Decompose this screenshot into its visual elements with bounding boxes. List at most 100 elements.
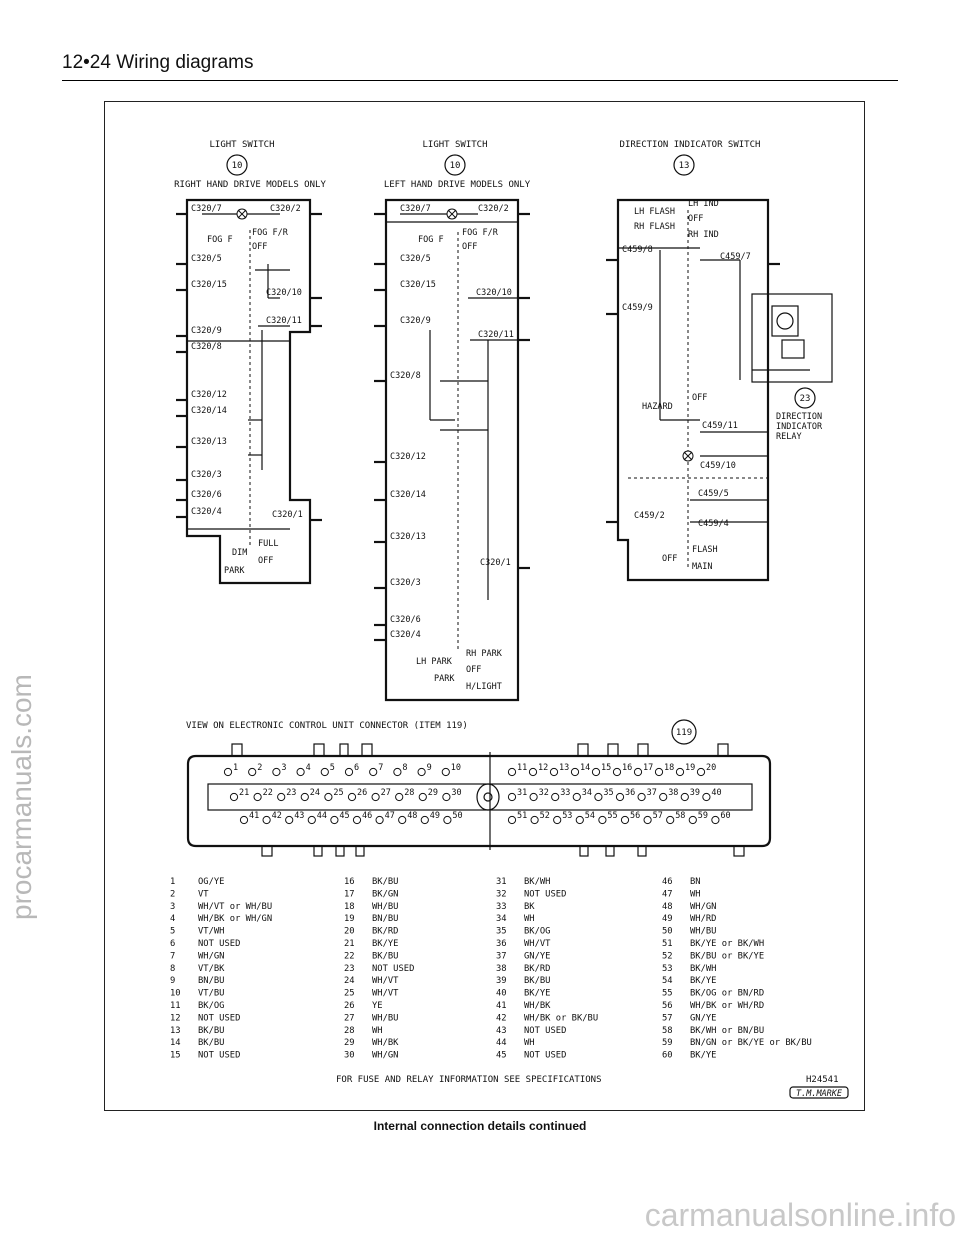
connector-pin [344,767,354,777]
rhd-label-park: PARK [224,566,245,576]
rhd-label-c320-11: C320/11 [266,316,302,326]
pin-table-number: 7 [170,951,175,961]
lhd-label-off-2: OFF [466,665,481,675]
rhd-item-number: 10 [232,161,243,171]
dis-title: DIRECTION INDICATOR SWITCH [620,140,761,150]
connector-pin [594,792,603,802]
connector-pin-number: 54 [585,811,595,821]
connector-pin-number: 47 [385,811,395,821]
connector-pin-number: 35 [603,788,613,798]
connector-pin-number: 6 [354,763,359,773]
pin-table-number: 36 [496,939,507,949]
pin-table-colour: OG/YE [198,877,224,887]
lhd-label-h-light: H/LIGHT [466,682,502,692]
pin-table-number: 39 [496,976,507,986]
connector-pin [262,815,271,825]
connector-pin-number: 37 [647,788,657,798]
connector-pin [591,767,601,777]
rhd-label-c320-12: C320/12 [191,390,227,400]
connector-pin [307,815,316,825]
connector-item-badge [671,719,697,745]
pin-table-number: 22 [344,951,355,961]
pin-table-colour: WH [524,914,535,924]
pin-table-number: 42 [496,1013,507,1023]
pin-table-colour: BK [524,902,535,912]
pin-table-number: 11 [170,1001,181,1011]
relay-item-badge [794,387,816,409]
connector-pin [441,767,450,777]
pin-table-number: 4 [170,914,175,924]
pin-table-colour: NOT USED [198,939,240,949]
dis-label-c459-10: C459/10 [700,461,736,471]
dis-internal-wiring [618,247,768,523]
pin-table-number: 30 [344,1051,355,1061]
connector-pin [654,767,664,777]
connector-pin-number: 31 [517,788,527,798]
pin-table-number: 46 [662,877,673,887]
connector-pin-number: 41 [249,811,259,821]
connector-pin [615,792,625,802]
rhd-internal-wiring [187,213,290,530]
connector-pin [369,767,378,777]
pin-table-colour: WH/BU [372,902,398,912]
lhd-item-number: 10 [450,161,461,171]
connector-pin [612,767,622,777]
connector-pin [229,792,239,802]
lhd-label-c320-2: C320/2 [478,204,509,214]
connector-pin-number: 17 [643,763,653,773]
pin-table-number: 12 [170,1013,181,1023]
pin-table-number: 47 [662,889,673,899]
page-ref: 12•24 [62,52,111,73]
rhd-subtitle: RIGHT HAND DRIVE MODELS ONLY [174,180,326,190]
dis-label-c459-4: C459/4 [698,519,729,529]
pin-table-colour: BN/GN or BK/YE or BK/BU [690,1038,812,1048]
connector-pin-number: 7 [378,763,383,773]
connector-pin [223,767,233,777]
connector-pin [675,767,685,777]
rhd-label-c320-9: C320/9 [191,326,222,336]
pin-table-number: 15 [170,1051,181,1061]
dis-label-c459-2: C459/2 [634,511,665,521]
diagram-frame [104,101,865,1111]
connector-pin-number: 22 [263,788,273,798]
pin-table-colour: BK/OG or BN/RD [690,989,764,999]
lhd-label-c320-15: C320/15 [400,280,436,290]
connector-pin-number: 48 [407,811,417,821]
pin-table-number: 2 [170,889,175,899]
pin-table-number: 58 [662,1026,673,1036]
pin-table-colour: BN/BU [198,976,224,986]
lhd-switch-outline [384,198,520,702]
connector-pin [598,815,607,825]
rhd-labels: C320/7 C320/2 FOG F/R FOG F OFF C320/5 C… [191,204,303,576]
dis-label-rh-flash: RH FLASH [634,222,675,232]
pin-table-colour: BK/BU [198,1026,224,1036]
pin-table-colour: NOT USED [372,964,414,974]
relay-unit [751,293,833,383]
header-rule [62,80,898,81]
connector-item-number: 119 [676,728,692,738]
connector-pin [529,792,538,802]
pin-table-number: 13 [170,1026,181,1036]
connector-pin-number: 46 [362,811,372,821]
connector-pin-number: 16 [622,763,632,773]
lhd-label-c320-7: C320/7 [400,204,431,214]
lhd-contacts [446,208,458,220]
connector-pin-number: 33 [560,788,570,798]
lhd-subtitle: LEFT HAND DRIVE MODELS ONLY [384,180,531,190]
pin-table-number: 23 [344,964,355,974]
rhd-switch-outline [185,198,312,585]
connector-pin-number: 38 [668,788,678,798]
pin-table-number: 37 [496,951,507,961]
dis-label-off-2: OFF [692,393,707,403]
connector-pin [371,792,380,802]
page-header: 12•24 Wiring diagrams [62,52,253,74]
ref-code: H24541 [806,1075,839,1085]
pin-table-colour: VT [198,889,209,899]
pin-table-colour: NOT USED [198,1051,240,1061]
connector-pin-number: 1 [233,763,238,773]
pin-table-colour: BK/YE [372,939,398,949]
connector-pin-number: 13 [559,763,569,773]
connector-pin [659,792,668,802]
connector-pin [253,792,262,802]
